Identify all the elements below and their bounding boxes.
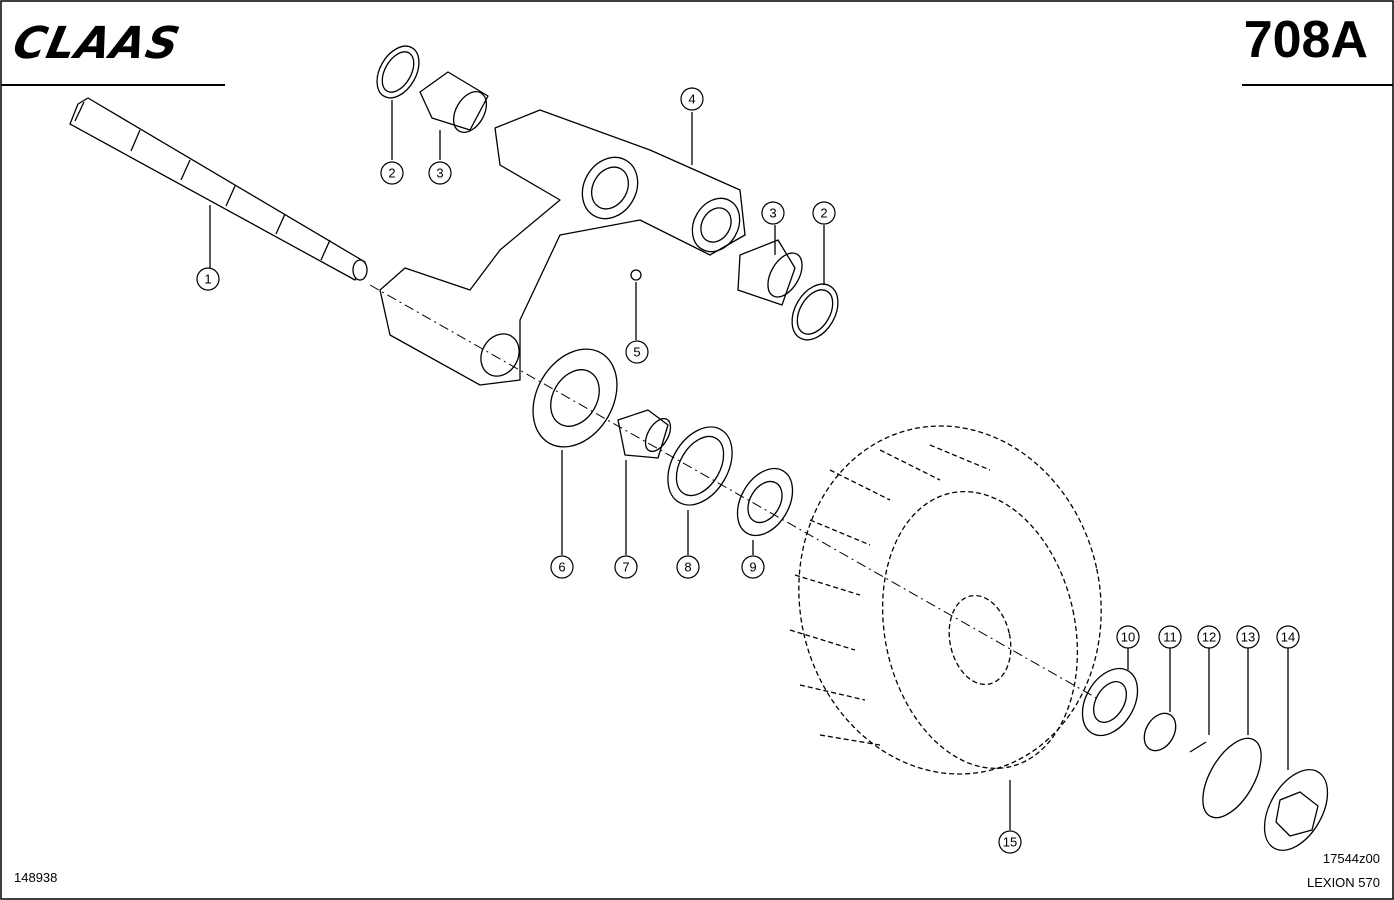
callout-number: 12 xyxy=(1202,630,1216,645)
bushing-top xyxy=(419,71,489,160)
drawing-number: 17544z00 xyxy=(1322,851,1380,866)
callout-number: 2 xyxy=(820,206,827,221)
callout-number: 11 xyxy=(1163,630,1177,645)
callout-bubble xyxy=(680,87,704,111)
callout-bubble xyxy=(380,161,404,185)
page-code: 708A xyxy=(1243,11,1368,69)
callout-bubble xyxy=(625,340,649,364)
callout-number: 14 xyxy=(1281,630,1295,645)
axis-centre-line xyxy=(369,284,1101,701)
callout-number: 8 xyxy=(684,560,691,575)
callout-bubble xyxy=(761,201,785,225)
spacer-sleeve xyxy=(617,409,672,555)
callout-bubble xyxy=(1116,625,1140,649)
callout-bubble xyxy=(1276,625,1300,649)
callout-number: 15 xyxy=(1003,835,1017,850)
inner-bearing xyxy=(736,467,794,555)
castle-nut xyxy=(1143,648,1177,752)
callout-number: 7 xyxy=(622,560,629,575)
callout-number: 3 xyxy=(436,166,443,181)
seal-ring-top xyxy=(376,45,420,160)
swing-arm xyxy=(379,109,746,386)
callout-bubble xyxy=(1236,625,1260,649)
callout-number: 1 xyxy=(204,272,211,287)
callout-bubble xyxy=(614,555,638,579)
shaft-seal xyxy=(667,426,733,555)
callout-number: 13 xyxy=(1241,630,1255,645)
callout-bubble xyxy=(428,161,452,185)
callout-bubble xyxy=(1158,625,1182,649)
bushing-right xyxy=(737,225,803,306)
callout-bubble xyxy=(196,267,220,291)
o-ring xyxy=(1202,648,1262,819)
callout-bubble xyxy=(550,555,574,579)
callout-number: 2 xyxy=(388,166,395,181)
callout-number: 9 xyxy=(749,560,756,575)
axle-shaft xyxy=(69,97,368,281)
callout-bubble xyxy=(1197,625,1221,649)
callout-bubble xyxy=(676,555,700,579)
split-pin xyxy=(1189,648,1210,753)
callout-bubble xyxy=(812,201,836,225)
callout-number: 5 xyxy=(633,345,640,360)
tyre-wheel xyxy=(789,425,1102,830)
callout-number: 6 xyxy=(558,560,565,575)
callout-bubble xyxy=(998,830,1022,854)
callout-number: 4 xyxy=(688,92,695,107)
callout-bubble xyxy=(741,555,765,579)
seal-ring-right xyxy=(791,225,839,341)
hub-flange xyxy=(532,348,618,555)
callout-number: 10 xyxy=(1121,630,1135,645)
machine-model: LEXION 570 xyxy=(1307,875,1380,890)
hub-cap xyxy=(1263,648,1329,851)
document-number: 148938 xyxy=(14,870,58,885)
outer-bearing xyxy=(1081,648,1139,737)
callout-number: 3 xyxy=(769,206,776,221)
